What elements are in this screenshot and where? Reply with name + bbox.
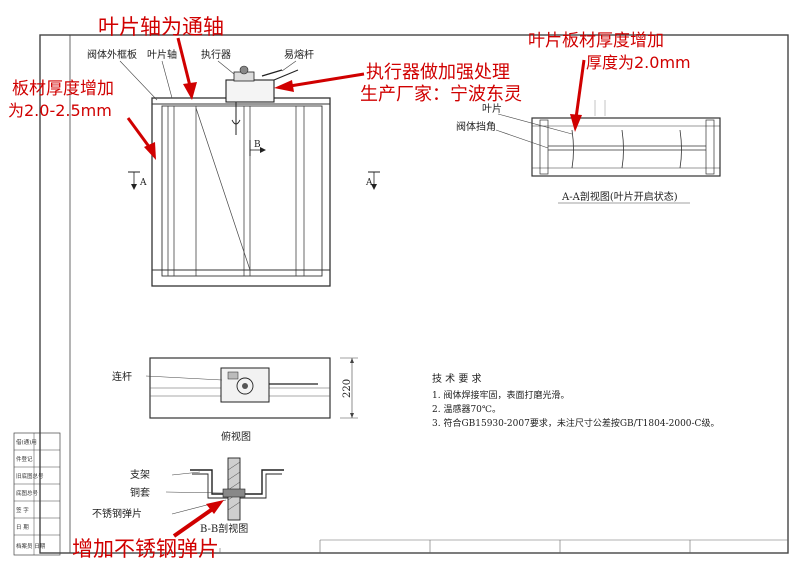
red-annotations: 叶片轴为通轴 板材厚度增加 为2.0-2.5mm 执行器做加强处理 生产厂家：宁… xyxy=(8,15,691,561)
bottom-border-ticks xyxy=(149,539,788,553)
title-block-row: 借(通)用 xyxy=(16,438,37,446)
tech-item: 1. 阀体焊接牢固，表面打磨光滑。 xyxy=(432,389,569,401)
aa-leaders xyxy=(495,113,573,149)
valve-outer-frame xyxy=(151,97,331,287)
svg-text:A: A xyxy=(139,178,147,188)
title-block-row: 日 期 xyxy=(16,524,29,531)
front-view-leaders xyxy=(119,60,297,101)
title-block-row: 件登记 xyxy=(16,455,33,463)
tech-item: 2. 温感器70℃。 xyxy=(432,403,501,415)
top-view: 连杆 220 俯视图 xyxy=(112,357,358,443)
section-mark-a-right: A xyxy=(365,171,380,190)
blade-linkage-diagonal xyxy=(195,107,251,271)
front-view: 阀体外框板 叶片轴 执行器 易熔杆 A A B xyxy=(87,48,380,287)
title-block: 借(通)用 件登记 旧底图总号 底图总号 签 字 日 期 档案员 日期 xyxy=(13,432,61,556)
title-block-row: 签 字 xyxy=(16,506,29,514)
actuator xyxy=(225,65,283,135)
label-blade: 叶片 xyxy=(482,102,502,115)
svg-text:220: 220 xyxy=(342,379,353,398)
label-frame-angle: 阀体挡角 xyxy=(456,120,496,133)
label-frame-plate: 阀体外框板 xyxy=(87,48,137,61)
section-mark-b: B xyxy=(249,140,266,156)
title-block-row: 旧底图总号 xyxy=(16,472,44,480)
bb-section: 支架 铜套 不锈钢弹片 B-B剖视图 xyxy=(92,457,284,535)
tech-requirements: 技 术 要 求 1. 阀体焊接牢固，表面打磨光滑。 2. 温感器70℃。 3. … xyxy=(432,372,719,429)
section-mark-a-left: A xyxy=(128,171,147,190)
bb-section-title: B-B剖视图 xyxy=(200,522,248,535)
sheet-border xyxy=(39,34,789,554)
valve-blades xyxy=(167,106,305,276)
annotation-manufacturer: 生产厂家：宁波东灵 xyxy=(360,84,522,105)
annotation-blade-thickness-2: 厚度为2.0mm xyxy=(586,53,691,72)
valve-inner-frame xyxy=(161,105,323,277)
top-view-title: 俯视图 xyxy=(221,430,251,443)
top-view-actuator xyxy=(220,367,318,403)
annotation-plate-thickness-1: 板材厚度增加 xyxy=(12,79,114,99)
annotation-actuator-reinforced: 执行器做加强处理 xyxy=(366,62,510,83)
label-fuse-rod: 易熔杆 xyxy=(284,48,314,61)
annotation-plate-thickness-2: 为2.0-2.5mm xyxy=(8,101,112,120)
tech-item: 3. 符合GB15930-2007要求，未注尺寸公差按GB/T1804-2000… xyxy=(432,417,719,429)
fuse-rod xyxy=(273,69,299,81)
aa-blades xyxy=(548,129,706,169)
label-copper-sleeve: 铜套 xyxy=(130,486,150,499)
svg-text:A: A xyxy=(365,178,373,188)
label-blade-shaft: 叶片轴 xyxy=(147,48,177,61)
title-block-row: 底图总号 xyxy=(16,489,39,497)
aa-section-title: A-A剖视图(叶片开启状态) xyxy=(561,190,678,203)
aa-frame xyxy=(531,117,721,177)
label-actuator: 执行器 xyxy=(201,48,231,61)
svg-text:B: B xyxy=(254,140,261,150)
label-ss-spring: 不锈钢弹片 xyxy=(92,507,142,520)
title-block-row: 档案员 日期 xyxy=(16,542,46,550)
label-linkage: 连杆 xyxy=(112,370,132,383)
label-bracket: 支架 xyxy=(130,469,150,481)
annotation-shaft-through: 叶片轴为通轴 xyxy=(98,15,224,39)
tech-title: 技 术 要 求 xyxy=(432,372,482,385)
annotation-blade-thickness-1: 叶片板材厚度增加 xyxy=(528,31,664,51)
dimension-220: 220 xyxy=(340,357,358,419)
copper-sleeve xyxy=(222,488,246,498)
aa-section: 叶片 阀体挡角 A-A剖视图(叶片开启状态) xyxy=(456,100,721,204)
annotation-add-ss-spring: 增加不锈钢弹片 xyxy=(72,537,219,561)
